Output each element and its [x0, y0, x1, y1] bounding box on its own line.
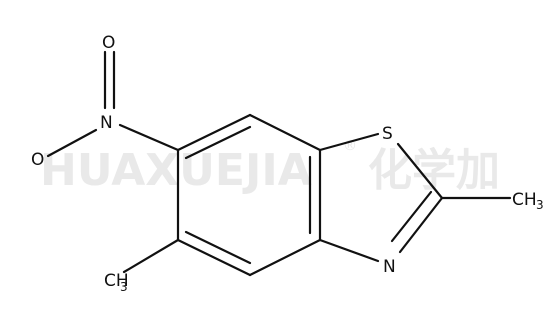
atom-nitrogen-nitro: N — [100, 113, 113, 133]
atom-sulfur: S — [382, 124, 393, 144]
bond-methyl-left — [122, 238, 180, 274]
methyl-right-subscript: 3 — [536, 198, 544, 212]
bond-c-s — [318, 132, 380, 152]
bond-ring-4 — [248, 238, 322, 277]
methyl-left-label: CH 3 — [104, 271, 129, 294]
atom-oxygen-left: O — [31, 150, 44, 170]
methyl-left-main: CH — [104, 271, 129, 291]
watermark-latin: HUAXUEJIA — [40, 145, 312, 196]
bond-ring-5-inner — [184, 230, 252, 265]
bond-ring-2 — [248, 113, 322, 152]
methyl-right-label: CH 3 — [512, 190, 544, 212]
bond-ring-1 — [176, 113, 252, 152]
atom-labels: O N O S N CH 3 CH 3 — [31, 33, 544, 294]
atom-nitrogen-ring: N — [383, 257, 396, 277]
methyl-left-subscript: 3 — [120, 280, 128, 294]
bond-ring-1-inner — [184, 125, 252, 160]
atom-oxygen-top: O — [102, 33, 115, 53]
methyl-right-main: CH — [512, 190, 537, 210]
bond-c-n-nitro — [118, 123, 180, 152]
bond-n-o-left — [46, 128, 98, 158]
bond-c2-n — [398, 196, 444, 254]
bond-ring-5 — [176, 238, 252, 277]
bonds — [46, 50, 512, 277]
watermark: HUAXUEJIA ® 化学加 — [40, 138, 500, 196]
bond-n-c — [318, 238, 380, 263]
bond-c2-n-inner — [390, 190, 433, 243]
bond-s-c2 — [396, 142, 444, 200]
